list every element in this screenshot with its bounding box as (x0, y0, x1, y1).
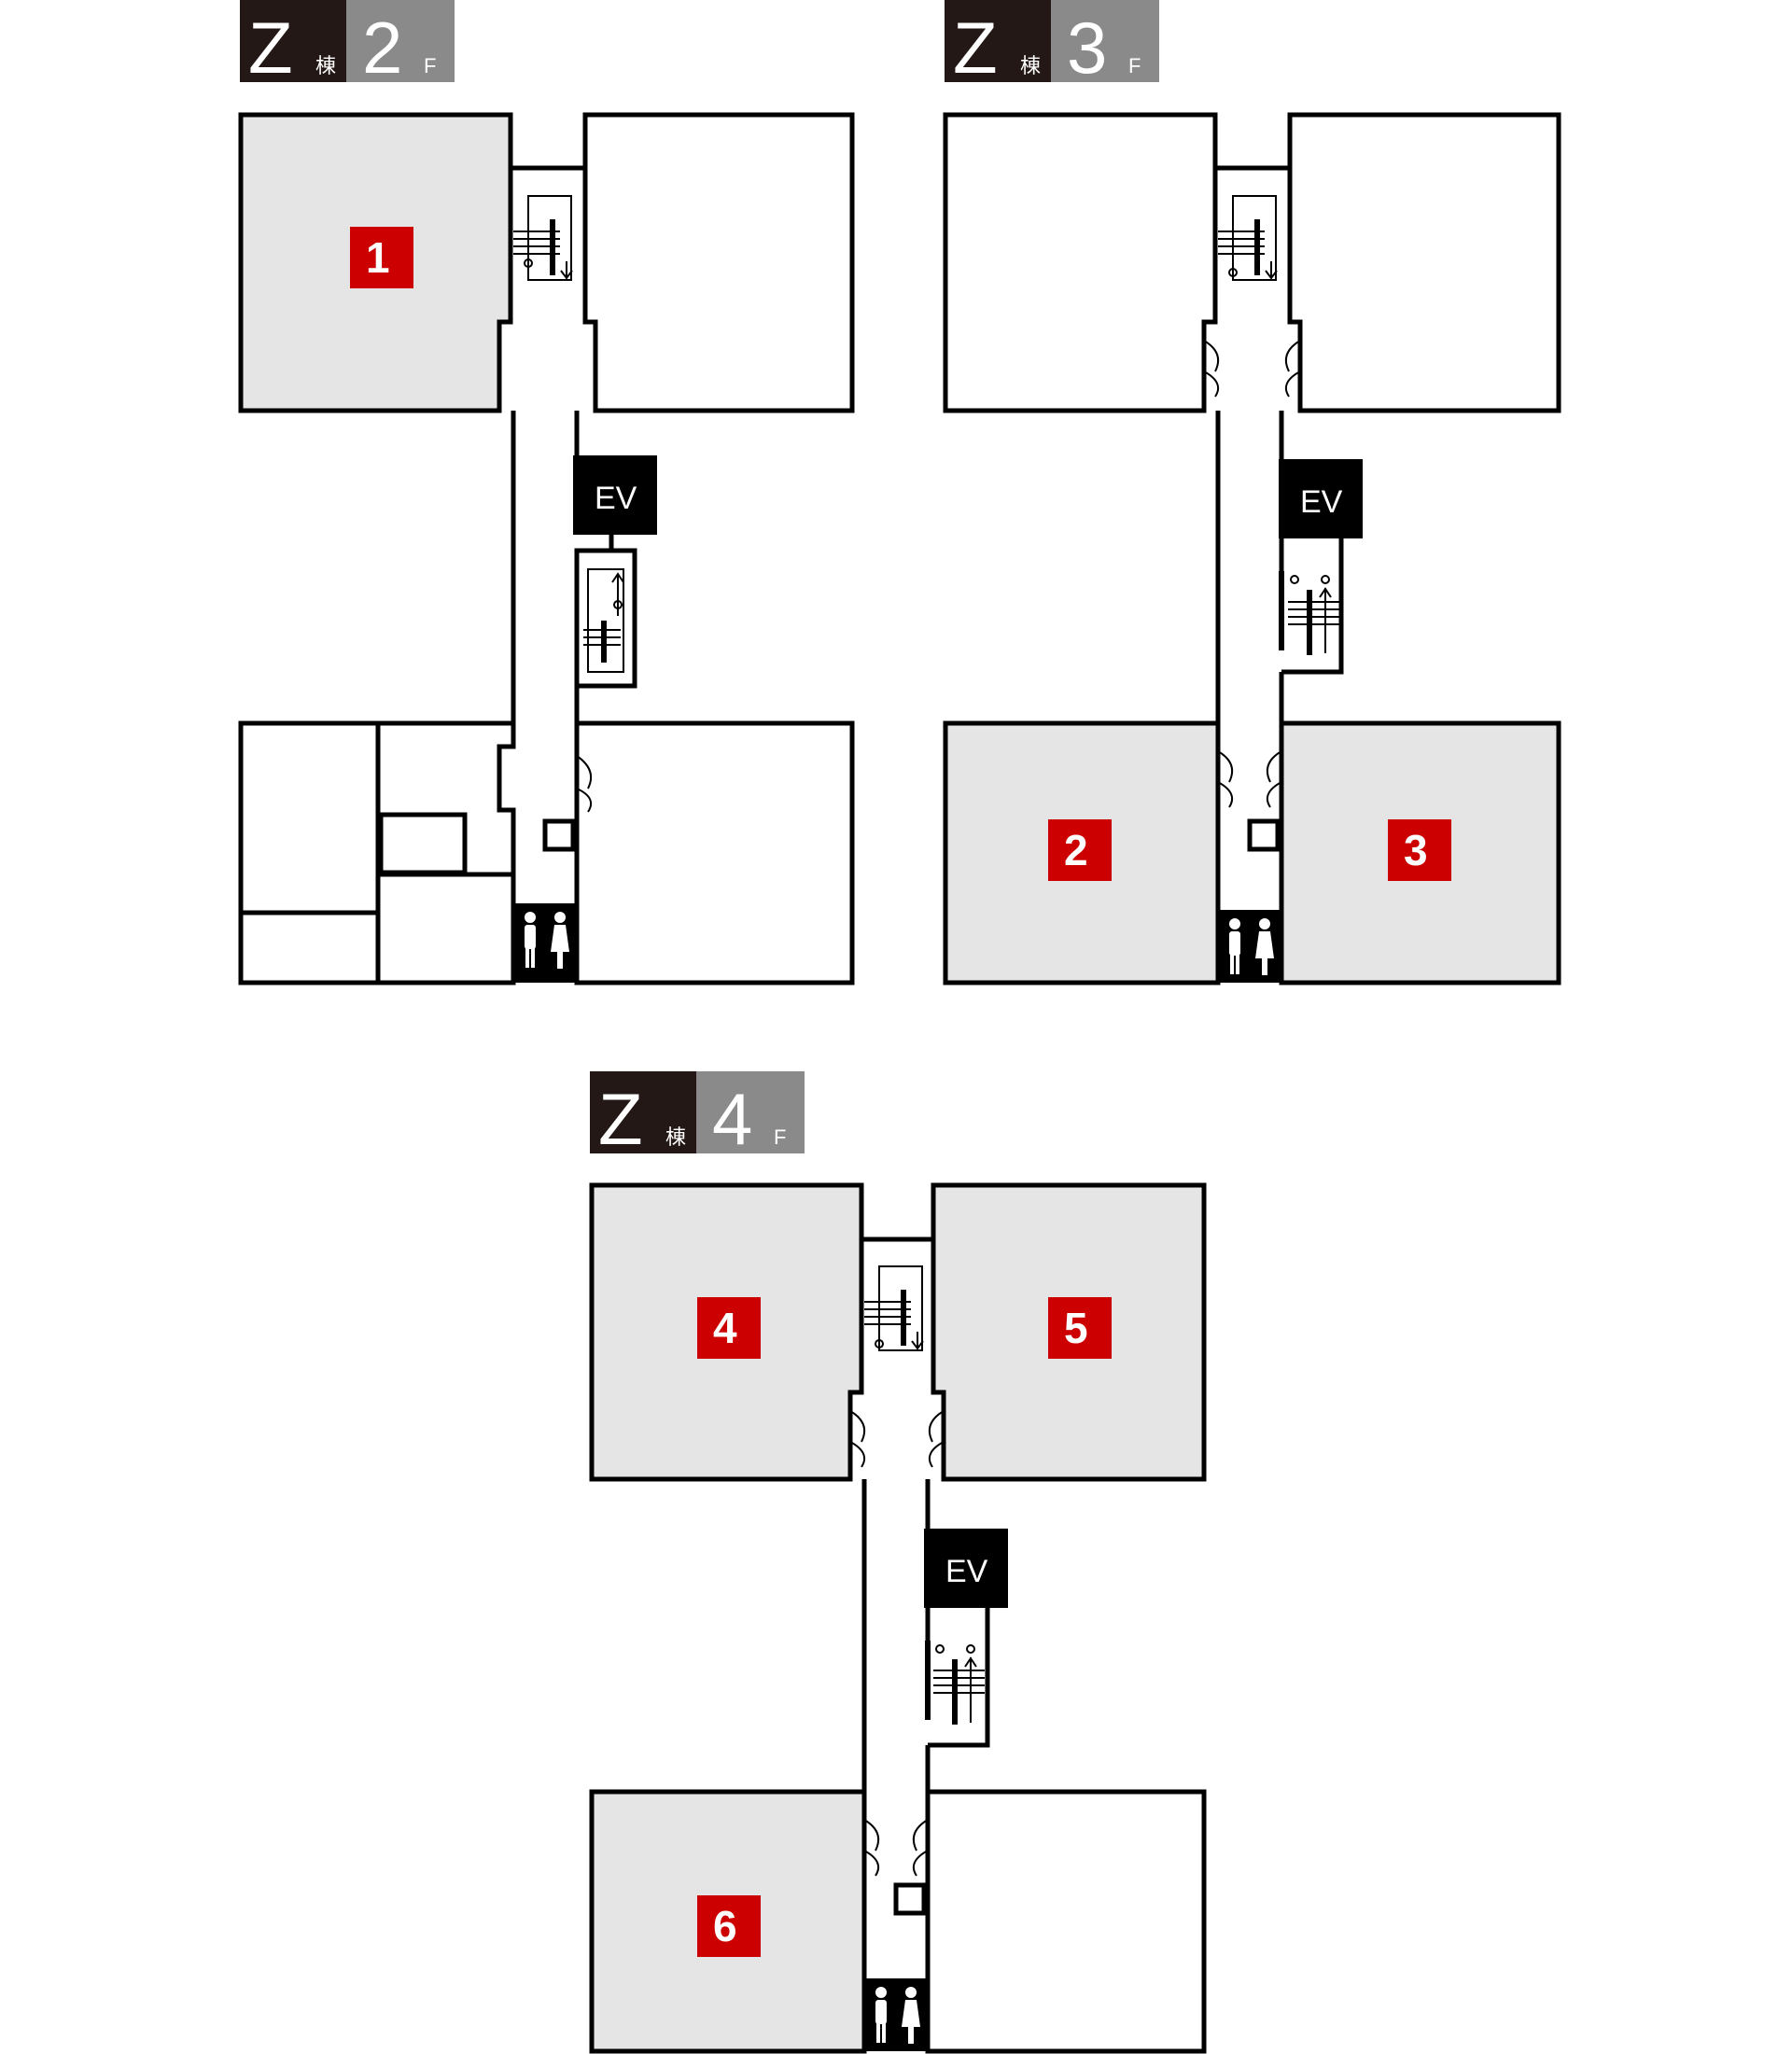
room-marker-4 (697, 1297, 761, 1359)
room-marker-6-label: 6 (713, 1902, 737, 1950)
corridor-wall (508, 115, 614, 723)
stairs-icon (864, 1265, 924, 1351)
room-southeast (574, 720, 855, 985)
building-suffix: 棟 (1020, 54, 1041, 77)
floor-unit: F (1128, 54, 1141, 77)
restroom-icon (1218, 910, 1281, 983)
floor-unit: F (774, 1125, 786, 1149)
building-letter: Z (953, 7, 998, 89)
corridor-wall (1212, 115, 1344, 723)
door-icon (1203, 340, 1301, 808)
floor-tag-2f: Z 棟 2 F (240, 0, 455, 89)
room-marker-3-label: 3 (1404, 826, 1428, 874)
floor-number: 3 (1067, 7, 1107, 89)
stairs-icon (1279, 571, 1339, 655)
room-marker-3 (1388, 819, 1451, 881)
restroom-icon (513, 903, 577, 983)
room-marker-4-label: 4 (713, 1304, 737, 1352)
room-marker-5 (1048, 1297, 1112, 1359)
room-marker-6 (697, 1895, 761, 1957)
building-letter: Z (598, 1078, 643, 1160)
corridor-wall (859, 1185, 990, 1792)
door-icon (576, 755, 592, 813)
floor-plan-4f: Z 棟 4 F EV (589, 1071, 1207, 2054)
floor-tag-3f: Z 棟 3 F (945, 0, 1159, 89)
room-northeast (1287, 112, 1561, 413)
floor-number: 2 (362, 7, 402, 89)
room-northeast (582, 112, 855, 413)
stairs-icon (925, 1641, 985, 1725)
floor-number: 4 (712, 1078, 752, 1160)
elevator-icon (924, 1529, 1008, 1608)
room-marker-2-label: 2 (1064, 826, 1088, 874)
elevator-label: EV (1300, 484, 1343, 520)
stairs-icon (513, 195, 573, 281)
room-southwest-a (238, 720, 381, 915)
room-northwest (943, 112, 1218, 413)
room-southwest-e (375, 872, 516, 985)
building-suffix: 棟 (315, 54, 336, 77)
room-marker-1 (350, 227, 413, 288)
elevator-label: EV (945, 1554, 988, 1589)
elevator-icon (1279, 459, 1363, 538)
floor-plan-3f: Z 棟 3 F EV (943, 0, 1561, 985)
restroom-icon (864, 1978, 928, 2051)
stairs-icon (1218, 195, 1278, 281)
room-southwest-b (238, 910, 381, 985)
building-letter: Z (248, 7, 293, 89)
stairs-icon (574, 548, 637, 689)
elevator-icon (573, 455, 657, 535)
door-icon (849, 1410, 945, 1877)
floor-plan-2f: Z 棟 2 F EV (238, 0, 855, 985)
room-marker-2 (1048, 819, 1112, 881)
room-marker-5-label: 5 (1064, 1304, 1088, 1352)
floor-tag-4f: Z 棟 4 F (590, 1071, 805, 1160)
room-southeast (925, 1789, 1207, 2054)
elevator-label: EV (595, 481, 637, 516)
floor-unit: F (424, 54, 436, 77)
room-marker-1-label: 1 (366, 233, 390, 282)
room-southwest-d (378, 812, 468, 875)
building-suffix: 棟 (665, 1125, 686, 1149)
